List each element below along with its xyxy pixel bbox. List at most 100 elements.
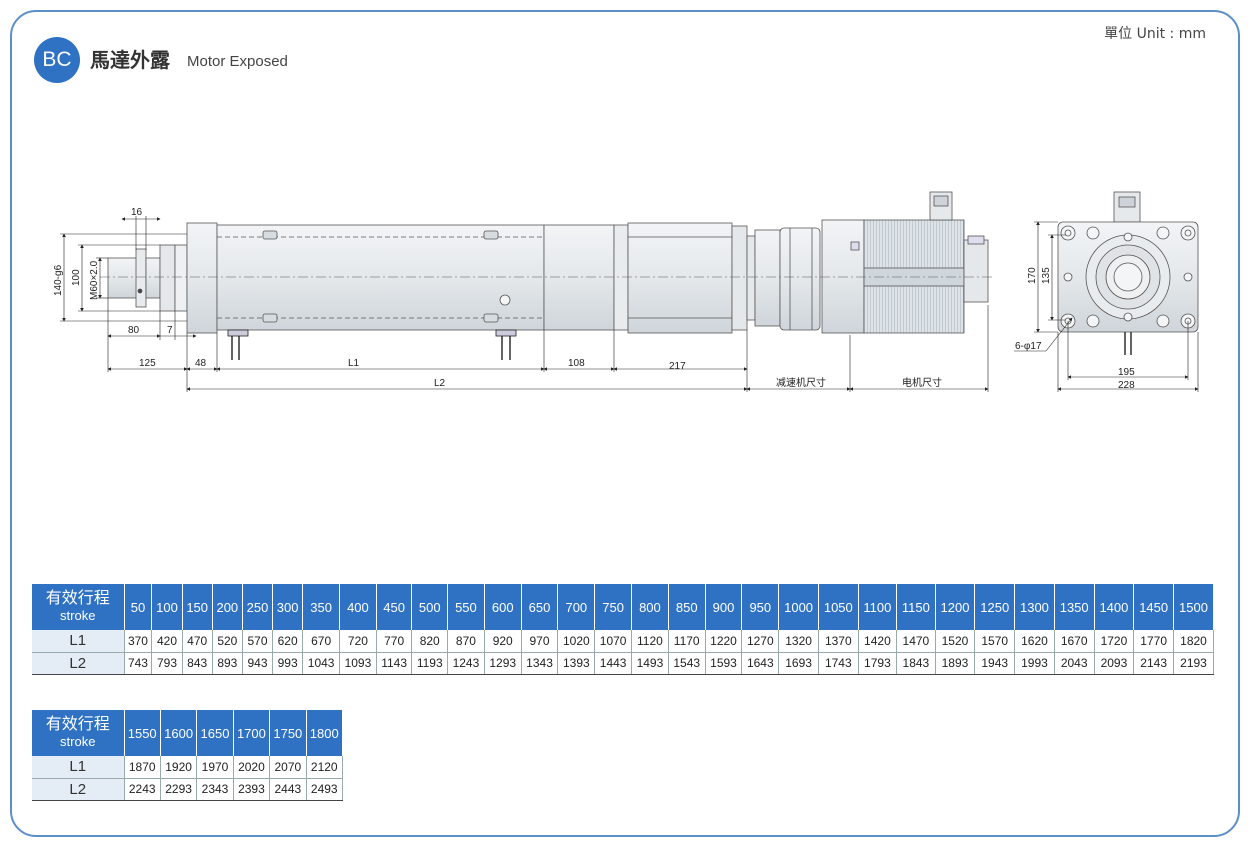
stroke-value-header: 250: [242, 584, 274, 630]
row-label: L1: [32, 756, 125, 779]
row-label: L1: [32, 630, 125, 653]
stroke-value-header: 1200: [935, 584, 976, 630]
stroke-value-header: 1050: [818, 584, 859, 630]
stroke-value-header: 1000: [778, 584, 819, 630]
stroke-value-header: 700: [557, 584, 596, 630]
end-view-dimensions: [1014, 221, 1199, 392]
dim-16: 16: [131, 207, 143, 218]
rod-end: [107, 257, 139, 299]
stroke-value-header: 500: [411, 584, 449, 630]
table-cell: 1420: [858, 630, 898, 653]
table-cell: 1243: [447, 652, 485, 675]
table-cell: 1193: [411, 652, 449, 675]
proximity-sensors: [227, 329, 517, 360]
table-cell: 1970: [196, 756, 234, 779]
dim-48: 48: [195, 358, 207, 369]
table-cell: 570: [242, 630, 274, 653]
table-cell: 1870: [124, 756, 161, 779]
table-cell: 1393: [557, 652, 596, 675]
table-cell: 1470: [896, 630, 936, 653]
rear-housing: [627, 222, 733, 334]
table-cell: 1070: [594, 630, 633, 653]
table-cell: 843: [182, 652, 213, 675]
table-cell: 720: [339, 630, 377, 653]
table-cell: 1493: [631, 652, 669, 675]
table-cell: 2093: [1094, 652, 1135, 675]
stroke-value-header: 1700: [233, 710, 271, 756]
dim-195: 195: [1118, 367, 1135, 378]
table-cell: 1143: [376, 652, 413, 675]
table-cell: 2193: [1173, 652, 1214, 675]
stroke-value-header: 950: [741, 584, 780, 630]
stroke-value-header: 1600: [160, 710, 198, 756]
stroke-value-header: 100: [151, 584, 183, 630]
table-cell: 1320: [778, 630, 819, 653]
reducer: [754, 229, 781, 327]
table-cell: 870: [447, 630, 485, 653]
table-cell: 1670: [1054, 630, 1095, 653]
table-cell: 1820: [1173, 630, 1214, 653]
stroke-value-header: 1100: [858, 584, 898, 630]
dim-108: 108: [568, 358, 585, 369]
table-cell: 1043: [302, 652, 341, 675]
stroke-header-zh: 有效行程: [45, 716, 110, 733]
stroke-value-header: 650: [521, 584, 559, 630]
table-cell: 370: [124, 630, 153, 653]
stroke-value-header: 1300: [1014, 584, 1055, 630]
table-cell: 1643: [741, 652, 780, 675]
table-cell: 970: [521, 630, 559, 653]
table-cell: 1893: [935, 652, 976, 675]
stroke-value-header: 450: [376, 584, 413, 630]
table-cell: 820: [411, 630, 449, 653]
stroke-value-header: 150: [182, 584, 213, 630]
dim-228: 228: [1118, 380, 1135, 391]
table-cell: 1843: [896, 652, 936, 675]
table-cell: 2393: [233, 778, 271, 801]
dim-7: 7: [167, 325, 173, 336]
section-title-english: Motor Exposed: [187, 53, 288, 70]
row-label: L2: [32, 652, 125, 675]
table-cell: 743: [124, 652, 153, 675]
table-cell: 2293: [160, 778, 198, 801]
table-cell: 1570: [974, 630, 1016, 653]
actuator-end-view: [1057, 191, 1199, 355]
table-cell: 2070: [269, 756, 307, 779]
stroke-value-header: 1650: [196, 710, 234, 756]
stroke-value-header: 400: [339, 584, 377, 630]
dim-170: 170: [1027, 267, 1038, 284]
section-badge: BC: [34, 37, 80, 83]
row-label: L2: [32, 778, 125, 801]
stroke-value-header: 300: [272, 584, 304, 630]
table-cell: 1443: [594, 652, 633, 675]
stroke-value-header: 1750: [269, 710, 307, 756]
table-cell: 1593: [705, 652, 743, 675]
stroke-value-header: 200: [212, 584, 243, 630]
page-frame: [10, 10, 1240, 837]
table-cell: 1120: [631, 630, 669, 653]
table-cell: 1770: [1133, 630, 1175, 653]
table-cell: 1093: [339, 652, 377, 675]
stroke-header-zh: 有效行程: [45, 590, 110, 607]
table-cell: 770: [376, 630, 413, 653]
dim-m60: M60×2.0: [89, 260, 100, 300]
table-cell: 2493: [306, 778, 344, 801]
stroke-value-header: 550: [447, 584, 485, 630]
dim-reducer: 减速机尺寸: [776, 376, 826, 389]
stroke-value-header: 1500: [1173, 584, 1214, 630]
stroke-header-en: stroke: [60, 734, 96, 749]
table-cell: 993: [272, 652, 304, 675]
table-cell: 1943: [974, 652, 1016, 675]
table-cell: 1270: [741, 630, 780, 653]
table-cell: 2143: [1133, 652, 1175, 675]
stroke-value-header: 50: [124, 584, 153, 630]
table-cell: 1293: [484, 652, 522, 675]
unit-label: 單位 Unit : mm: [1104, 26, 1206, 42]
table-cell: 1720: [1094, 630, 1135, 653]
table-cell: 520: [212, 630, 243, 653]
table-cell: 893: [212, 652, 243, 675]
